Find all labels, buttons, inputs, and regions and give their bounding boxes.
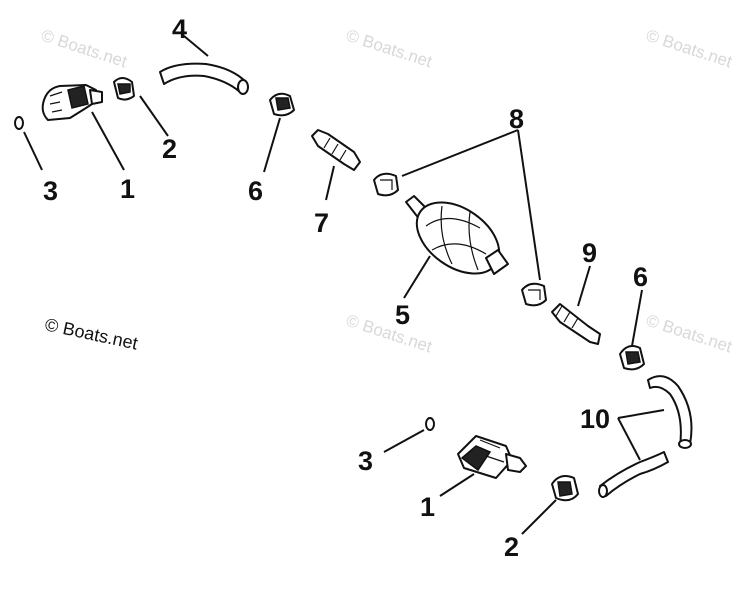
clamp-part	[269, 92, 295, 117]
o-ring-part	[425, 417, 435, 431]
callout-2: 2	[504, 532, 519, 562]
callout-4: 4	[172, 14, 187, 44]
o-ring-part	[14, 116, 24, 130]
connector-part	[457, 435, 527, 479]
callout-5: 5	[395, 300, 410, 330]
fitting-part	[311, 129, 361, 171]
fitting-part	[551, 303, 601, 345]
callout-3: 3	[358, 446, 373, 476]
callout-6: 6	[248, 176, 263, 206]
leader-lines	[23, 35, 665, 535]
callout-8: 8	[509, 104, 524, 134]
callout-6: 6	[633, 262, 648, 292]
callout-3: 3	[43, 176, 58, 206]
clamp-part	[113, 77, 135, 101]
watermark-text: © Boats.net	[344, 311, 435, 357]
callout-2: 2	[162, 134, 177, 164]
callout-1: 1	[420, 492, 435, 522]
watermark-text: © Boats.net	[39, 26, 130, 72]
hose-part	[598, 375, 693, 498]
callout-10: 10	[580, 404, 610, 434]
callout-7: 7	[314, 208, 329, 238]
clamp-part	[521, 282, 547, 307]
primer-bulb-part	[405, 195, 509, 275]
clamp-part	[373, 172, 399, 197]
clamp-part	[619, 345, 645, 371]
watermark-text: © Boats.net	[644, 26, 735, 72]
clamp-part	[551, 475, 579, 502]
watermark-text: © Boats.net	[644, 311, 735, 357]
callout-9: 9	[582, 238, 597, 268]
watermark-text: © Boats.net	[344, 26, 435, 72]
copyright-text: © Boats.net	[43, 314, 139, 353]
connector-part	[41, 84, 103, 121]
callout-1: 1	[120, 174, 135, 204]
callouts: 4 3 1 2 6 7 8 5 9 6 10 3 1 2	[43, 14, 648, 562]
hose-part	[159, 62, 249, 95]
